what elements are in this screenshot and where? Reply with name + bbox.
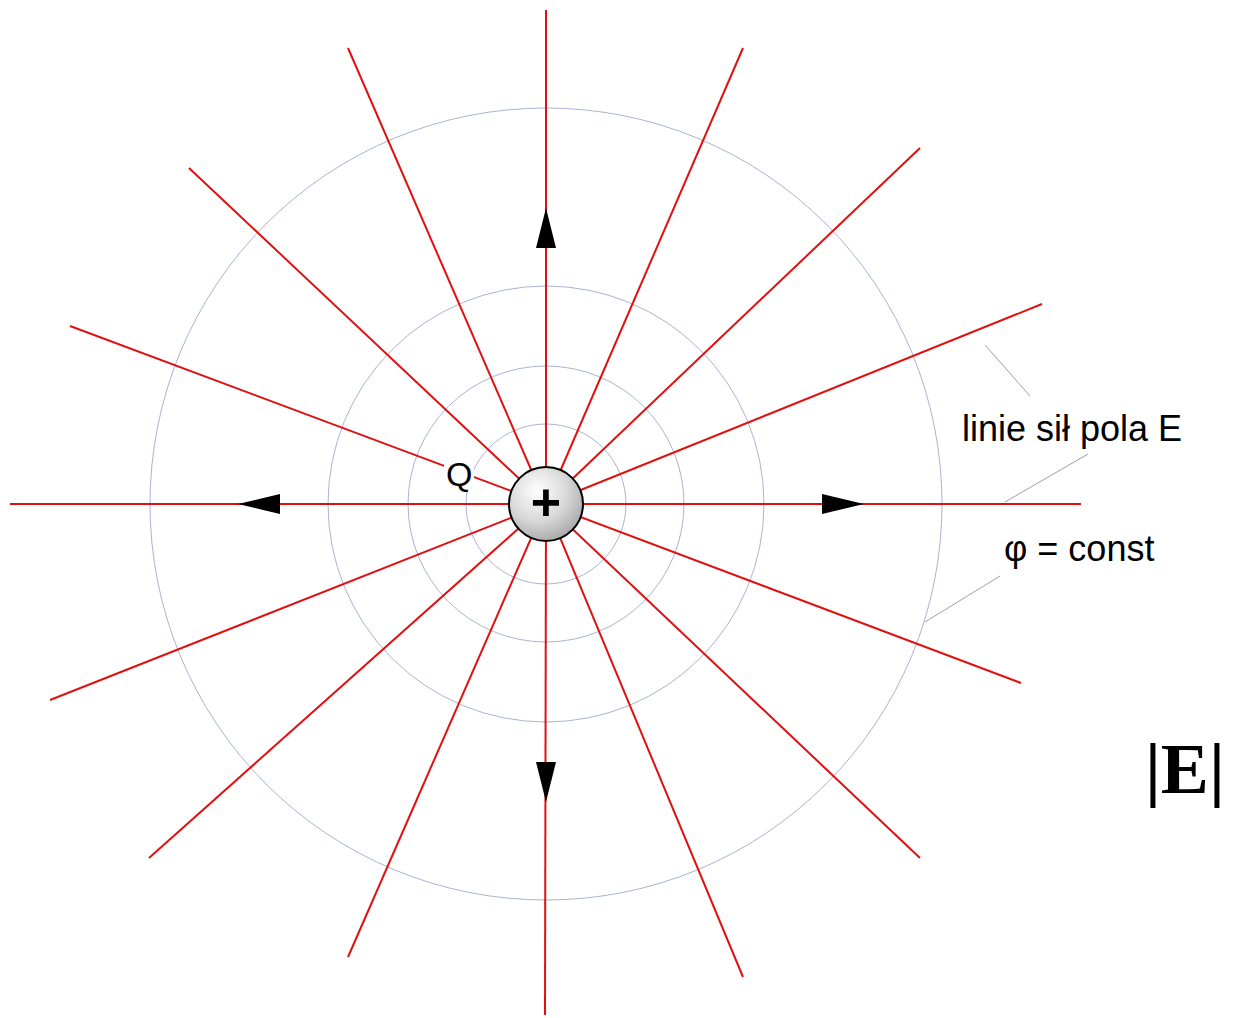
equipotential-label: φ = const xyxy=(1004,528,1154,569)
field-line xyxy=(546,304,1042,504)
field-line xyxy=(546,504,920,858)
field-lines xyxy=(10,10,1081,1015)
charge-sign: + xyxy=(510,468,582,540)
field-line xyxy=(546,504,1021,683)
arrowhead xyxy=(822,494,864,514)
equipotential-circles xyxy=(150,108,942,900)
field-arrows xyxy=(238,208,864,802)
field-lines-label: linie sił pola E xyxy=(962,408,1182,449)
field-line xyxy=(545,10,547,504)
field-line xyxy=(546,148,920,504)
field-magnitude: |E| xyxy=(1145,728,1225,811)
leader-line xyxy=(985,345,1030,396)
leader-line xyxy=(1005,454,1088,502)
point-charge: Q+ xyxy=(508,466,584,542)
leader-line xyxy=(925,576,1000,622)
field-line xyxy=(348,48,546,504)
charge-label: Q xyxy=(444,456,474,492)
field-line xyxy=(50,504,546,700)
field-line xyxy=(189,168,546,504)
arrowhead xyxy=(536,762,556,802)
field-line xyxy=(70,326,546,504)
field-line xyxy=(149,504,546,858)
field-line xyxy=(546,503,1081,505)
arrowhead xyxy=(536,208,556,248)
field-line xyxy=(546,504,743,977)
leader-lines xyxy=(925,345,1088,622)
equipotential xyxy=(150,108,942,900)
arrowhead xyxy=(238,494,280,514)
field-line xyxy=(348,504,546,957)
field-line xyxy=(545,504,546,1015)
